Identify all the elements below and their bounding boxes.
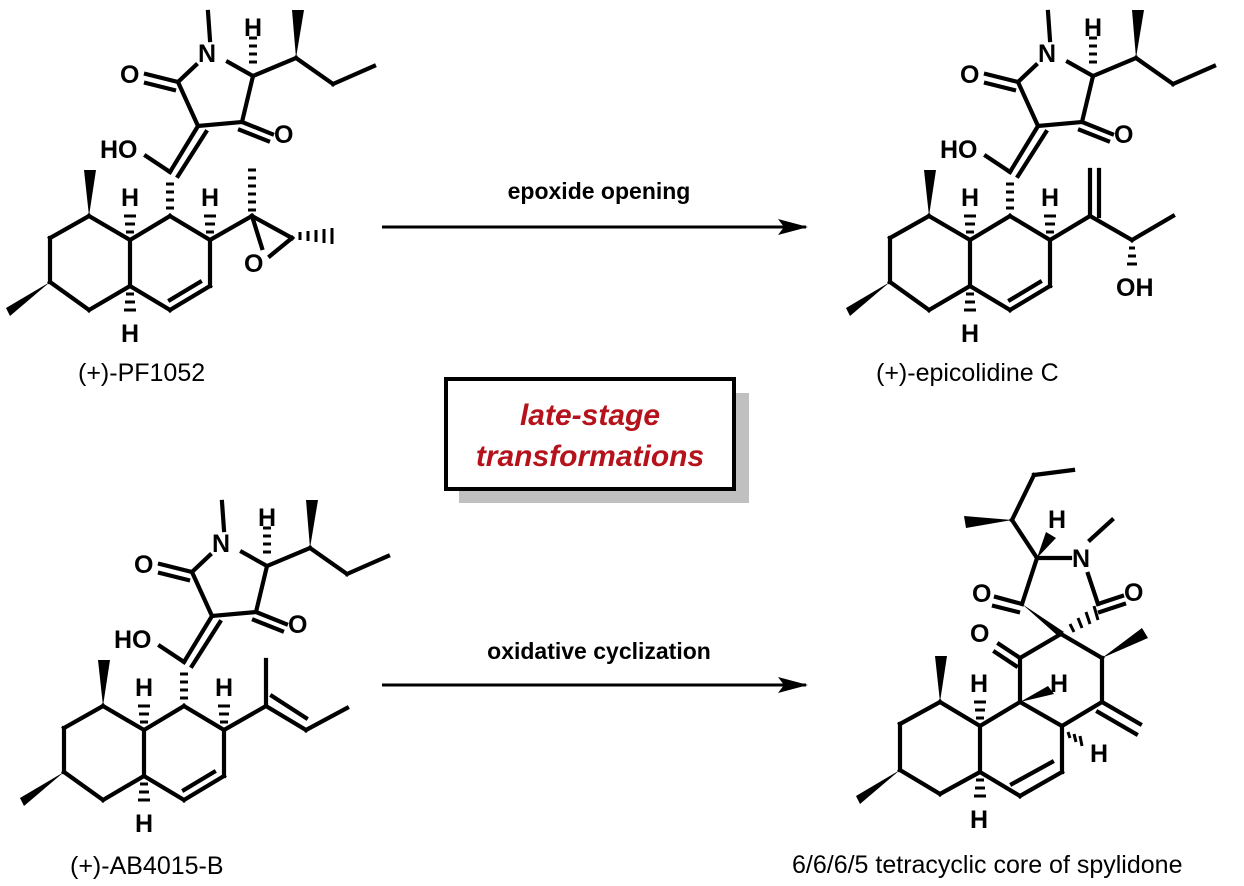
hydrogen-label: H bbox=[970, 670, 988, 698]
compound-name-epicolidine-c: (+)-epicolidine C bbox=[876, 359, 1059, 387]
hydrogen-label: H bbox=[1084, 14, 1102, 42]
compound-epicolidine-c: N H O O HO H H H OH (+)-epicolidine C bbox=[846, 9, 1217, 387]
compound-spylidone-core: H N O O O H H H H 6/6/6/5 tetracyclic co… bbox=[792, 467, 1182, 879]
hydrogen-label: H bbox=[961, 184, 979, 212]
reaction-label-epoxide-opening: epoxide opening bbox=[508, 178, 691, 204]
oxygen-label: O bbox=[274, 121, 293, 149]
reaction-arrow-oxidative-cyclization: oxidative cyclization bbox=[382, 638, 808, 693]
oxygen-label: O bbox=[120, 61, 139, 89]
ab4015-atoms: N H O O HO H H H bbox=[114, 504, 307, 838]
compound-name-spylidone-core: 6/6/6/5 tetracyclic core of spylidone bbox=[792, 851, 1182, 879]
hydrogen-label: H bbox=[135, 674, 153, 702]
epoxide-oxygen-label: O bbox=[244, 250, 263, 278]
nitrogen-label: N bbox=[1072, 545, 1090, 573]
pf1052-atoms: N H O O HO H H H O bbox=[100, 14, 293, 348]
nitrogen-label: N bbox=[1038, 40, 1056, 68]
hydrogen-label: H bbox=[1041, 184, 1059, 212]
reaction-label-oxidative-cyclization: oxidative cyclization bbox=[487, 638, 711, 664]
compound-name-pf1052: (+)-PF1052 bbox=[78, 359, 205, 387]
hydrogen-label: H bbox=[135, 810, 153, 838]
hydrogen-label: H bbox=[121, 320, 139, 348]
oxygen-label: O bbox=[972, 580, 991, 608]
hydrogen-label: H bbox=[970, 806, 988, 834]
spylidone-atoms: H N O O O H H H H bbox=[970, 506, 1143, 834]
oxygen-label: O bbox=[288, 611, 307, 639]
hash-bond bbox=[124, 36, 334, 312]
oxygen-label: O bbox=[970, 620, 989, 648]
oxygen-label: O bbox=[1114, 121, 1133, 149]
oxygen-label: O bbox=[134, 551, 153, 579]
pf1052-bonds bbox=[6, 9, 377, 316]
oxygen-label: O bbox=[960, 61, 979, 89]
hydrogen-label: H bbox=[201, 184, 219, 212]
epicolidine-bonds bbox=[846, 9, 1217, 316]
hydroxyl-label: HO bbox=[100, 136, 138, 164]
compound-ab4015-b: N H O O HO H H H (+)-AB4015-B bbox=[20, 499, 391, 880]
hydrogen-label: H bbox=[1050, 670, 1068, 698]
hydrogen-label: H bbox=[215, 674, 233, 702]
hydrogen-label: H bbox=[961, 320, 979, 348]
hydrogen-label: H bbox=[121, 184, 139, 212]
box-frame bbox=[444, 377, 736, 491]
reaction-arrow-epoxide-opening: epoxide opening bbox=[382, 178, 808, 235]
hydroxyl-label: OH bbox=[1116, 274, 1154, 302]
oxygen-label: O bbox=[1124, 579, 1143, 607]
compound-pf1052: N H O O HO H H H O (+)-PF1052 bbox=[6, 9, 377, 387]
hydroxyl-label: HO bbox=[114, 626, 152, 654]
spylidone-bonds bbox=[856, 467, 1148, 804]
hydrogen-label: H bbox=[1090, 740, 1108, 768]
hydrogen-label: H bbox=[1048, 506, 1066, 534]
hydroxyl-label: HO bbox=[940, 136, 978, 164]
hydrogen-label: H bbox=[244, 14, 262, 42]
ab4015-bonds bbox=[20, 499, 391, 806]
box-title-line2: transformations bbox=[476, 440, 704, 473]
box-title-line1: late-stage bbox=[520, 399, 660, 432]
nitrogen-label: N bbox=[212, 530, 230, 558]
epicolidine-atoms: N H O O HO H H H OH bbox=[940, 14, 1154, 348]
nitrogen-label: N bbox=[198, 40, 216, 68]
late-stage-box: late-stage transformations bbox=[444, 377, 749, 503]
hydrogen-label: H bbox=[258, 504, 276, 532]
compound-name-ab4015-b: (+)-AB4015-B bbox=[70, 852, 224, 880]
